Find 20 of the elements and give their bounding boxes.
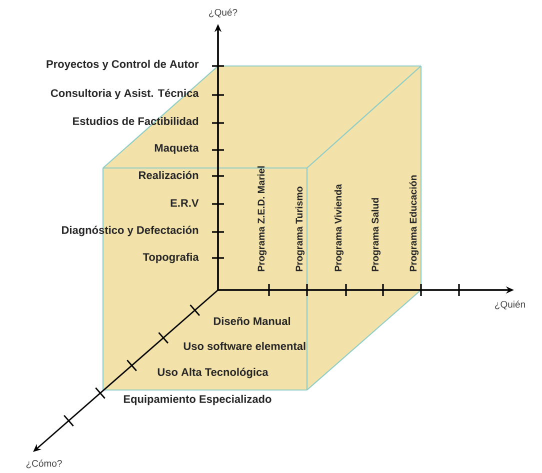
tick-label: Estudios de Factibilidad [73, 116, 198, 126]
tick-label: Consultoria y Asist. Técnica [50, 88, 199, 100]
tick-label: E.R.V [170, 199, 199, 207]
tick-label: Uso software elemental [184, 342, 306, 350]
axis-title: ¿Quién [495, 300, 525, 310]
tick-label: Programa Turismo [295, 186, 305, 272]
tick-label: Diseño Manual [214, 316, 290, 326]
axis-title: ¿Cómo? [26, 460, 62, 468]
tick-label: Proyectos y Control de Autor [46, 60, 199, 70]
axis-title: ¿Qué? [209, 8, 238, 18]
tick-label: Programa Salud [371, 198, 381, 272]
tick-label: Equipamiento Especializado [124, 394, 272, 406]
tick-label: Programa Vivienda [334, 184, 344, 272]
tick-label: Programa Z.E.D. Mariel [257, 166, 267, 272]
tick-label: Diagnóstico y Defectación [62, 226, 198, 236]
tick-label: Programa Educación [409, 175, 419, 272]
tick-label: Topografia [142, 252, 199, 264]
tick-label: Maqueta [154, 144, 199, 154]
tick-label: Realización [139, 170, 198, 180]
tick-label: Uso Alta Tecnológica [158, 368, 268, 378]
